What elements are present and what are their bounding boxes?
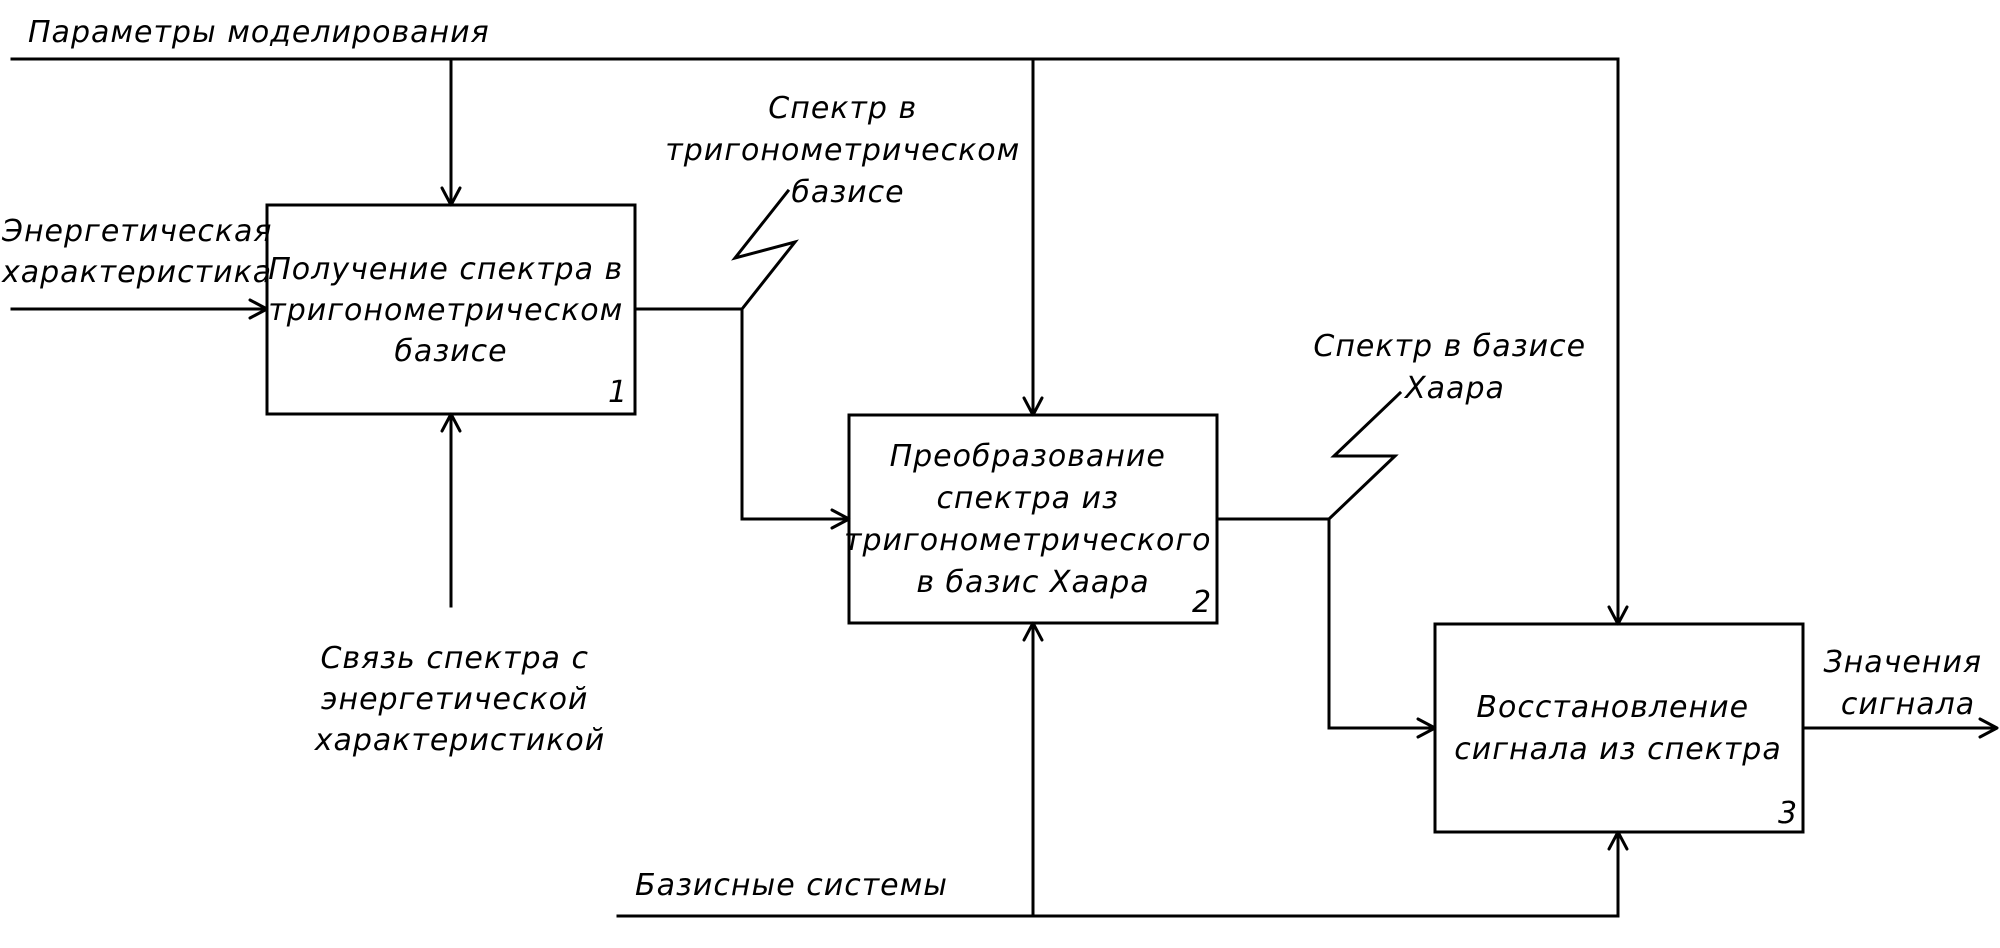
arrow-mechanism-basis: Базисные системы (616, 621, 1629, 918)
block-2-title: Преобразование спектра из тригонометриче… (844, 439, 1222, 600)
arrow-flow-trig-spectrum: Спектр в тригонометрическом базисе (633, 91, 1031, 530)
arrowhead-up-icon (440, 412, 462, 433)
arrowhead-down-icon (440, 186, 462, 207)
arrowhead-right-icon (830, 508, 851, 530)
label-output-signal: Значения сигнала (1823, 645, 1992, 722)
arrow-output-signal: Значения сигнала (1801, 645, 1999, 739)
block-3-number: 3 (1778, 796, 1798, 831)
squiggle-connector-icon (731, 188, 799, 312)
block-2[interactable]: Преобразование спектра из тригонометриче… (844, 413, 1222, 625)
arrowhead-right-icon (1416, 717, 1437, 739)
arrowhead-up-icon (1607, 830, 1629, 851)
arrow-control-params: Параметры моделирования (10, 15, 1629, 626)
arrowhead-right-icon (248, 298, 269, 320)
block-1[interactable]: Получение спектра в тригонометрическом б… (265, 203, 637, 416)
label-mechanism-basis: Базисные системы (635, 868, 948, 903)
arrow-flow-haar-spectrum: Спектр в базисе Хаара (1215, 329, 1596, 739)
block-3[interactable]: Восстановление сигнала из спектра 3 (1433, 622, 1805, 834)
squiggle-connector-icon (1326, 390, 1403, 522)
label-control-params: Параметры моделирования (28, 15, 490, 50)
block-3-title: Восстановление сигнала из спектра (1454, 690, 1781, 767)
arrow-mechanism-relation: Связь спектра с энергетической характери… (314, 412, 606, 758)
label-input-energy: Энергетическая характеристика (1, 214, 283, 290)
arrowhead-up-icon (1022, 621, 1044, 642)
label-flow-trig-spectrum: Спектр в тригонометрическом базисе (665, 91, 1031, 210)
arrowhead-right-icon (1978, 717, 1999, 739)
block-3-frame (1433, 622, 1805, 834)
arrowhead-down-icon (1022, 396, 1044, 417)
block-1-title: Получение спектра в тригонометрическом б… (268, 252, 634, 369)
label-flow-haar-spectrum: Спектр в базисе Хаара (1313, 329, 1596, 406)
block-2-number: 2 (1192, 585, 1212, 620)
arrow-input-energy: Энергетическая характеристика (1, 214, 283, 320)
label-mechanism-relation: Связь спектра с энергетической характери… (314, 641, 606, 758)
block-1-number: 1 (608, 375, 628, 410)
arrowhead-down-icon (1607, 605, 1629, 626)
